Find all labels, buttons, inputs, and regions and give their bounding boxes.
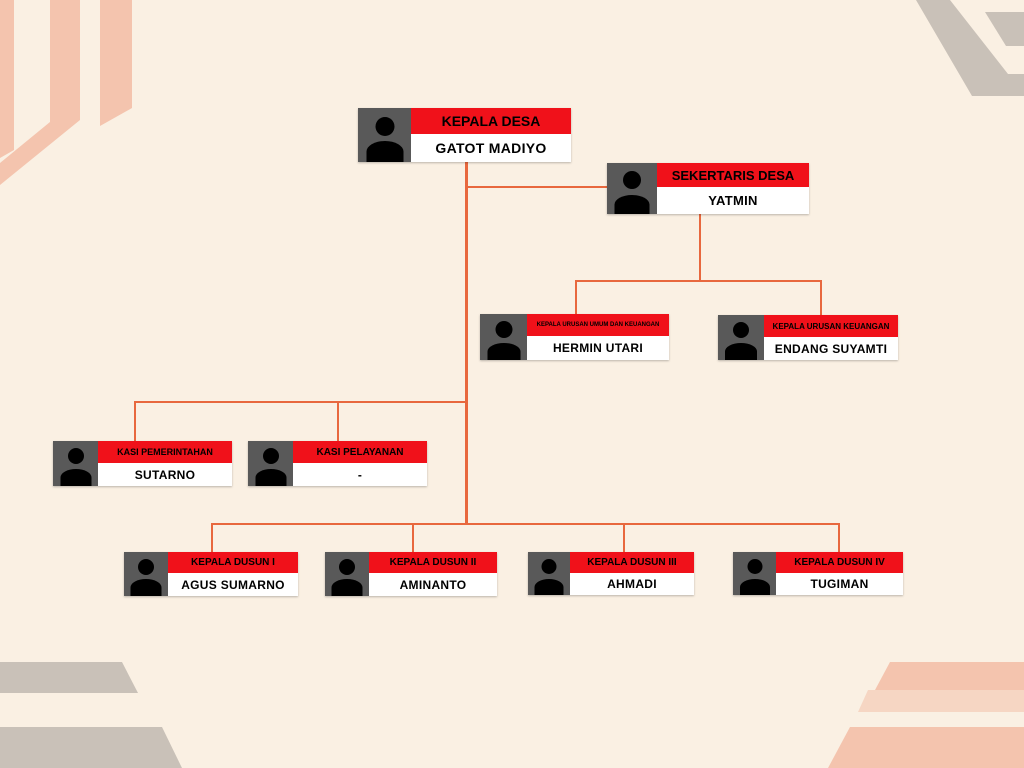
connector-line xyxy=(465,162,468,525)
person-icon xyxy=(480,314,527,360)
org-node-kasi-pelayanan: KASI PELAYANAN- xyxy=(248,441,427,486)
node-title: KASI PEMERINTAHAN xyxy=(98,441,232,463)
deco-stripe-top-left-2 xyxy=(0,0,80,185)
person-icon xyxy=(358,108,411,162)
node-title: KEPALA DESA xyxy=(411,108,571,134)
node-name: - xyxy=(293,463,427,486)
person-icon xyxy=(733,552,776,595)
node-title: KEPALA DUSUN I xyxy=(168,552,298,573)
node-title: KEPALA DUSUN II xyxy=(369,552,497,573)
deco-bar-bottom-right-1 xyxy=(875,662,1024,690)
connector-line xyxy=(211,523,840,525)
connector-line xyxy=(211,523,213,552)
node-title: KEPALA DUSUN III xyxy=(570,552,694,573)
connector-line xyxy=(465,186,608,188)
connector-line xyxy=(575,280,822,282)
connector-line xyxy=(699,214,701,280)
node-name: AMINANTO xyxy=(369,573,497,596)
person-icon xyxy=(248,441,293,486)
connector-line xyxy=(134,401,467,403)
connector-line xyxy=(337,401,339,441)
person-icon xyxy=(528,552,570,595)
node-name: HERMIN UTARI xyxy=(527,336,669,360)
connector-line xyxy=(412,523,414,552)
node-name: YATMIN xyxy=(657,187,809,214)
node-title: KEPALA URUSAN UMUM DAN KEUANGAN xyxy=(527,314,669,336)
connector-line xyxy=(820,280,822,315)
deco-bar-bottom-left-1 xyxy=(0,662,138,693)
person-icon xyxy=(325,552,369,596)
deco-chevron-top-right-1 xyxy=(916,0,1024,96)
node-title: KEPALA DUSUN IV xyxy=(776,552,903,573)
connector-line xyxy=(575,280,577,315)
node-title: SEKERTARIS DESA xyxy=(657,163,809,187)
deco-stripe-top-left-1 xyxy=(0,0,14,158)
connector-line xyxy=(838,523,840,552)
deco-bar-bottom-left-2 xyxy=(0,727,182,768)
node-name: AHMADI xyxy=(570,573,694,595)
person-icon xyxy=(53,441,98,486)
person-icon xyxy=(607,163,657,214)
node-title: KASI PELAYANAN xyxy=(293,441,427,463)
node-name: TUGIMAN xyxy=(776,573,903,595)
deco-bar-bottom-right-3 xyxy=(828,727,1024,768)
node-name: GATOT MADIYO xyxy=(411,134,571,162)
deco-bar-bottom-right-2 xyxy=(858,690,1024,712)
connector-line xyxy=(623,523,625,552)
deco-stripe-top-left-3 xyxy=(100,0,132,126)
node-name: SUTARNO xyxy=(98,463,232,486)
node-name: AGUS SUMARNO xyxy=(168,573,298,596)
person-icon xyxy=(718,315,764,360)
node-title: KEPALA URUSAN KEUANGAN xyxy=(764,315,898,337)
person-icon xyxy=(124,552,168,596)
deco-chevron-top-right-2 xyxy=(985,12,1024,46)
connector-line xyxy=(134,401,136,441)
node-name: ENDANG SUYAMTI xyxy=(764,337,898,360)
